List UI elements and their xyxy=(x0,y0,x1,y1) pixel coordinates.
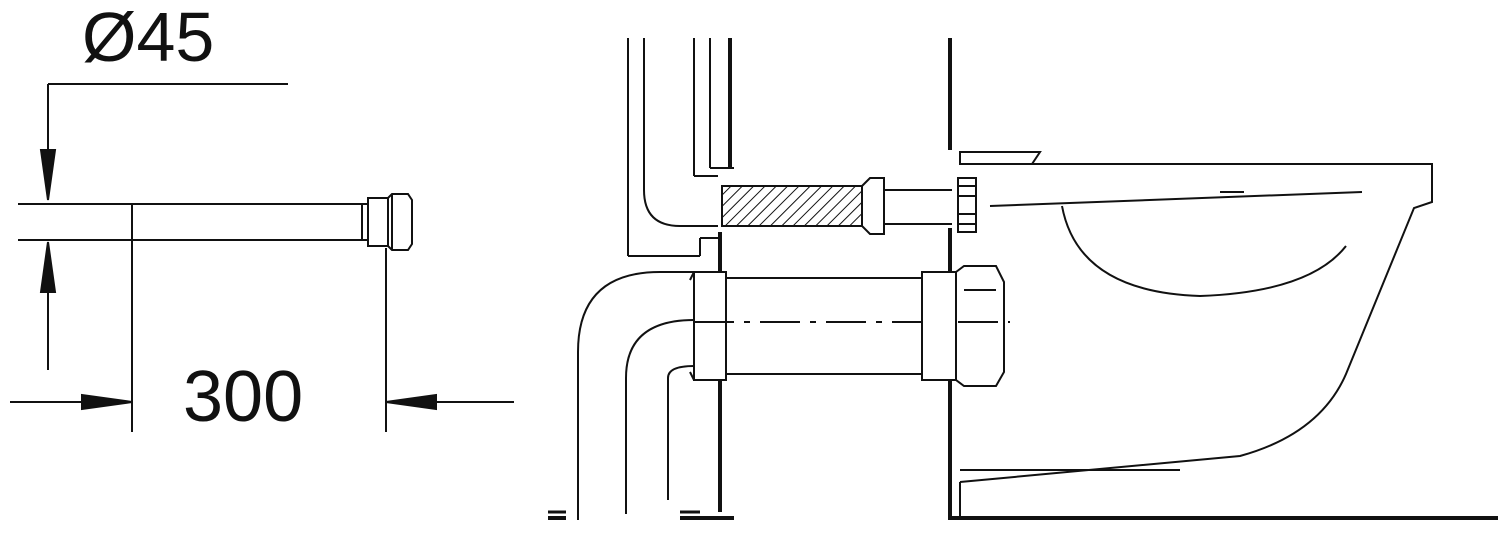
pipe-socket-end xyxy=(362,193,413,251)
diameter-arrow-top xyxy=(39,149,57,201)
drain-pipe xyxy=(689,265,1010,387)
installation-view xyxy=(548,38,1498,520)
flush-pipe-cuff xyxy=(957,177,977,233)
length-label: 300 xyxy=(183,357,304,437)
length-arrow-left xyxy=(81,393,133,411)
length-arrow-right xyxy=(385,393,437,411)
flush-pipe-hatched xyxy=(721,185,863,227)
pipe-body xyxy=(131,203,363,241)
pipe-detail xyxy=(10,83,514,432)
drain-elbow xyxy=(577,271,695,520)
diameter-label: Ø45 xyxy=(82,0,215,76)
wc-bowl xyxy=(959,151,1433,518)
cistern-outline xyxy=(627,38,734,257)
